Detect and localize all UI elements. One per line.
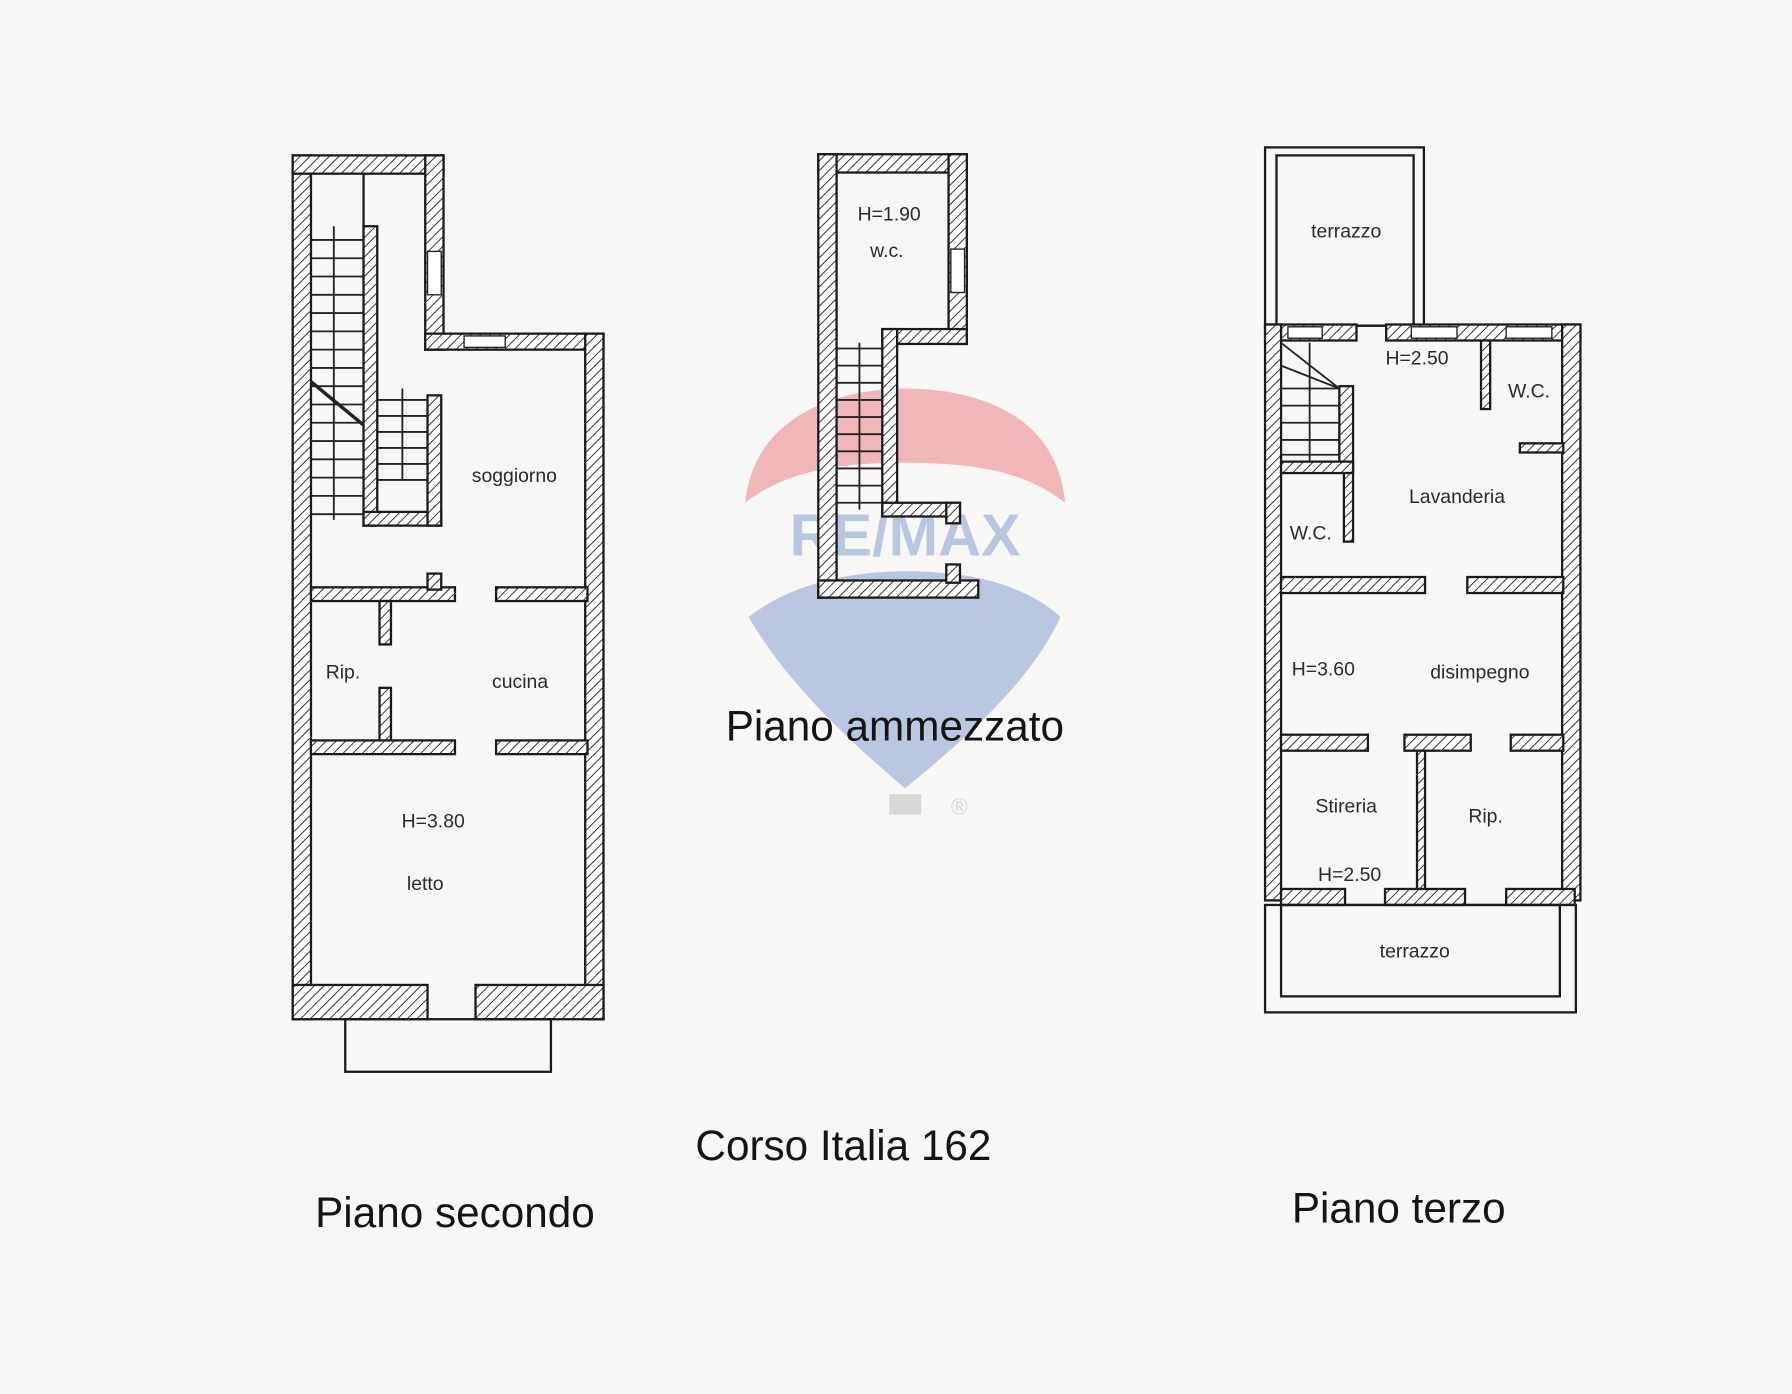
- balloon-bottom-blue-icon: [748, 571, 1061, 789]
- room-label-wc-left: W.C.: [1290, 522, 1332, 544]
- room-label-terrazzo-bottom: terrazzo: [1380, 941, 1450, 963]
- room-height-wc: H=1.90: [858, 204, 921, 226]
- room-label-rip: Rip.: [326, 662, 361, 684]
- room-label-soggiorno: soggiorno: [472, 465, 557, 487]
- remax-watermark: RE/MAX ®: [745, 388, 1066, 820]
- room-height-disimpegno: H=3.60: [1292, 658, 1355, 680]
- room-label-cucina: cucina: [492, 671, 548, 693]
- balloon-basket-icon: [889, 794, 922, 815]
- room-label-wc-right: W.C.: [1508, 381, 1550, 403]
- room-label-letto: letto: [407, 873, 444, 895]
- balloon-top-red-icon: [745, 388, 1066, 503]
- room-label-lavanderia: Lavanderia: [1409, 486, 1505, 508]
- floor-title-piano-terzo: Piano terzo: [1292, 1185, 1506, 1232]
- staircase: [309, 226, 428, 520]
- room-label-disimpegno: disimpegno: [1430, 662, 1529, 684]
- staircase: [1280, 342, 1340, 463]
- room-label-terrazzo-top: terrazzo: [1311, 221, 1381, 243]
- staircase: [836, 342, 883, 510]
- room-height-lavanderia: H=2.50: [1385, 347, 1448, 369]
- floor-title-piano-secondo: Piano secondo: [315, 1189, 595, 1236]
- floor-plan-piano-terzo: terrazzo H=2.50 W.C. Lavanderia W.C. H=3…: [1263, 146, 1582, 1014]
- room-label-stireria: Stireria: [1315, 795, 1377, 817]
- floor-title-piano-ammezzato: Piano ammezzato: [726, 702, 1064, 749]
- room-height-stireria: H=2.50: [1318, 864, 1381, 886]
- property-address: Corso Italia 162: [695, 1122, 991, 1169]
- room-height-letto: H=3.80: [402, 810, 465, 832]
- floor-plan-piano-ammezzato: H=1.90 w.c.: [817, 153, 980, 599]
- room-label-rip: Rip.: [1468, 806, 1503, 828]
- room-label-wc: w.c.: [869, 240, 903, 262]
- floor-plan-piano-secondo: soggiorno Rip. cucina H=3.80 letto: [291, 154, 605, 1073]
- registered-mark: ®: [951, 794, 968, 820]
